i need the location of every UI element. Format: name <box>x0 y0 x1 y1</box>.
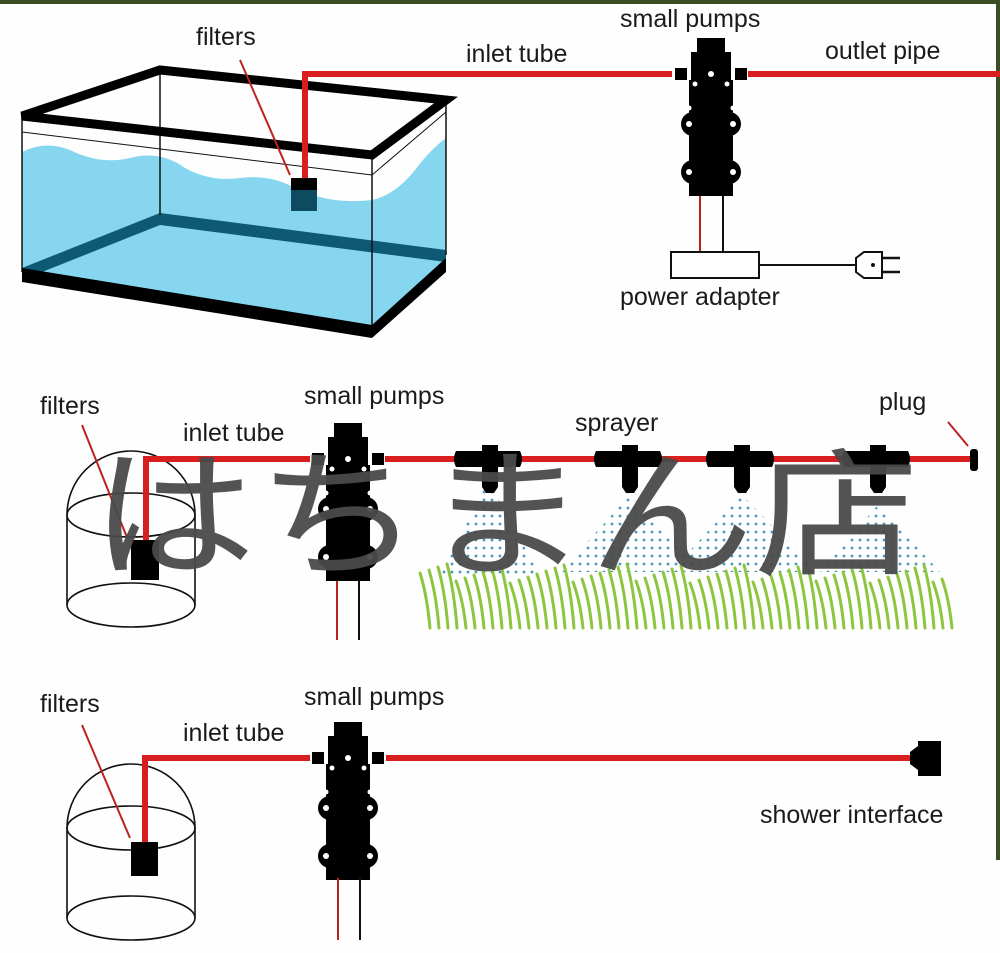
power-adapter <box>670 251 760 279</box>
grass-blade <box>724 569 738 630</box>
grass-blade <box>571 580 585 630</box>
label-small-pumps-2: small pumps <box>304 382 444 410</box>
grass-blade <box>769 574 783 630</box>
label-sprayer: sprayer <box>575 409 658 437</box>
label-filters-2: filters <box>40 392 100 420</box>
grass-blade <box>877 578 891 630</box>
aquarium-tank <box>20 65 458 338</box>
spray-mist <box>440 480 940 575</box>
grass-blade <box>589 574 603 630</box>
grass-blade <box>679 564 693 630</box>
label-filters-3: filters <box>40 690 100 718</box>
label-outlet-pipe: outlet pipe <box>825 37 940 65</box>
grass-blade <box>940 577 954 630</box>
grass-blade <box>445 562 459 630</box>
grass-blade <box>895 572 909 630</box>
grass-blade <box>598 571 612 630</box>
label-power-adapter: power adapter <box>620 283 780 311</box>
grass-blade <box>418 571 432 630</box>
inlet-tube <box>302 71 672 178</box>
frame-top-border <box>0 0 1000 4</box>
grass-blade <box>841 570 855 630</box>
grass-blade <box>751 580 765 630</box>
grass-blade <box>652 573 666 630</box>
grass-blade <box>661 570 675 630</box>
label-small-pumps-1: small pumps <box>620 5 760 33</box>
label-inlet-tube-3: inlet tube <box>183 719 284 747</box>
label-plug: plug <box>879 388 926 416</box>
grass-blade <box>499 564 513 630</box>
watermark-text: はちまん店 <box>90 436 920 599</box>
label-inlet-tube-1: inlet tube <box>466 40 567 68</box>
grass-blade <box>868 581 882 630</box>
inlet-tube <box>143 456 310 540</box>
grass-blade <box>814 579 828 630</box>
grass-blade <box>634 579 648 630</box>
grass-blade <box>427 568 441 630</box>
grass-blade <box>913 566 927 630</box>
grass-blade <box>850 567 864 630</box>
grass-blade <box>472 573 486 630</box>
sprayer-diagram: filters inlet tube small pumps sprayer p… <box>40 382 978 640</box>
grass-blade <box>454 579 468 630</box>
frame-right-border <box>996 0 1000 860</box>
label-small-pumps-3: small pumps <box>304 683 444 711</box>
grass-blade <box>823 576 837 630</box>
grass-blade <box>688 581 702 630</box>
grass-blade <box>643 576 657 630</box>
grass-blade <box>886 575 900 630</box>
grass-blade <box>715 572 729 630</box>
grass-blade <box>922 563 936 630</box>
grass-blade <box>463 576 477 630</box>
grass-blade <box>832 573 846 630</box>
grass-blade <box>526 575 540 630</box>
grass-blade <box>742 563 756 630</box>
shower-interface-connector <box>910 741 941 776</box>
label-shower-interface: shower interface <box>760 801 943 829</box>
grass-blade <box>562 563 576 630</box>
filter-block <box>131 540 159 580</box>
grass-blade <box>481 570 495 630</box>
grass-blade <box>544 569 558 630</box>
grass-blade <box>697 578 711 630</box>
label-filters-1: filters <box>196 23 256 51</box>
filter-block <box>131 842 158 876</box>
pump-icon <box>675 38 747 196</box>
grass-blade <box>508 581 522 630</box>
grass-blade <box>490 567 504 630</box>
grass-blade <box>535 572 549 630</box>
grass-blade <box>436 565 450 630</box>
grass-blade <box>517 578 531 630</box>
grass-blade <box>733 566 747 630</box>
grass-blade <box>778 571 792 630</box>
grass-blade <box>904 569 918 630</box>
grass-blade <box>760 577 774 630</box>
grass-blade <box>607 568 621 630</box>
label-inlet-tube-2: inlet tube <box>183 419 284 447</box>
grass-blade <box>670 567 684 630</box>
grass-blade <box>553 566 567 630</box>
grass-blade <box>805 562 819 630</box>
shower-diagram: filters inlet tube small pumps shower in… <box>40 683 943 941</box>
pump-icon <box>312 722 384 880</box>
grass <box>418 562 954 630</box>
grass-blade <box>787 568 801 630</box>
grass-blade <box>859 564 873 630</box>
grass-blade <box>625 562 639 630</box>
grass-blade <box>706 575 720 630</box>
grass-blade <box>796 565 810 630</box>
inlet-tube <box>142 755 310 842</box>
grass-blade <box>931 580 945 630</box>
aquarium-diagram: filters inlet tube small pumps outlet pi… <box>20 5 1000 338</box>
grass-blade <box>580 577 594 630</box>
end-plug <box>970 449 978 471</box>
grass-blade <box>616 565 630 630</box>
plug-icon <box>855 251 900 279</box>
